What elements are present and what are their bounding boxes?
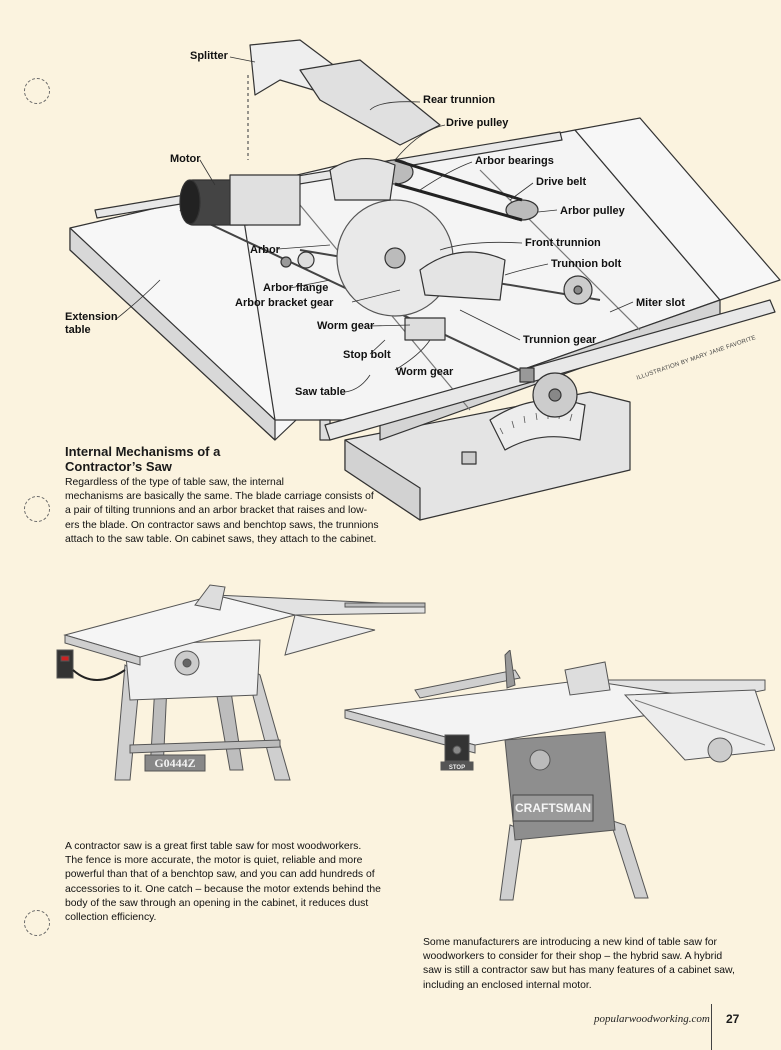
label-trunnion-bolt: Trunnion bolt	[551, 258, 622, 270]
caption1-line: collection efficiency.	[65, 912, 157, 924]
footer-divider	[711, 1004, 712, 1050]
front-trunnion	[419, 251, 506, 301]
heading-line-2: Contractor’s Saw	[65, 459, 172, 474]
caption1-line: A contractor saw is a great first table …	[65, 841, 362, 852]
intro-line: attach to the saw table. On cabinet saws…	[65, 533, 377, 545]
front-rail	[324, 299, 776, 441]
label-miter-slot: Miter slot	[636, 297, 685, 309]
binder-hole-bottom	[24, 910, 50, 936]
drive-belt	[394, 158, 523, 222]
label-trunnion-gear: Trunnion gear	[523, 334, 597, 346]
saw2-switch-label: STOP	[449, 765, 465, 771]
side-handwheel	[563, 275, 593, 305]
intro-paragraph: Regardless of the type of table saw, the…	[65, 476, 385, 547]
label-arbor-flange: Arbor flange	[263, 282, 329, 294]
intro-line: a pair of tilting trunnions and an arbor…	[65, 505, 368, 517]
label-extension-table-line2: table	[65, 324, 91, 336]
page-number: 27	[726, 1012, 740, 1026]
caption2-line: Some manufacturers are introducing a new…	[423, 937, 717, 948]
label-rear-trunnion: Rear trunnion	[423, 94, 496, 106]
rear-trunnion	[329, 157, 396, 201]
binder-hole-top	[24, 78, 50, 104]
heading-line-1: Internal Mechanisms of a	[65, 444, 221, 459]
label-arbor-bearings: Arbor bearings	[475, 155, 554, 167]
footer-url: popularwoodworking.com	[594, 1013, 710, 1025]
caption1-line: The fence is more accurate, the motor is…	[65, 855, 363, 867]
label-drive-belt: Drive belt	[536, 176, 587, 188]
label-splitter: Splitter	[190, 50, 228, 62]
label-arbor-bracket-gear: Arbor bracket gear	[235, 297, 334, 309]
caption2-line: woodworkers to consider for their shop –…	[423, 951, 723, 963]
intro-line: mechanisms are basically the same. The b…	[65, 491, 374, 503]
front-handwheel	[532, 372, 578, 418]
label-worm-gear: Worm gear	[317, 320, 375, 332]
caption1-line: body of the saw through an opening in th…	[65, 897, 369, 909]
caption1-line: accessories to it. One catch – because t…	[65, 883, 381, 895]
intro-line: Regardless of the type of table saw, the…	[65, 477, 284, 488]
label-saw-table: Saw table	[295, 386, 346, 398]
label-arbor: Arbor	[250, 244, 280, 256]
label-motor: Motor	[170, 153, 201, 165]
hybrid-saw-photo: STOP CRAFTSMAN	[344, 650, 775, 901]
caption2-line: including an enclosed internal motor.	[423, 979, 592, 991]
table-saw-mechanism-illustration	[69, 39, 781, 521]
caption-hybrid-saw: Some manufacturers are introducing a new…	[423, 936, 768, 993]
saw1-badge: G0444Z	[154, 756, 195, 770]
binder-hole-middle	[24, 496, 50, 522]
motor	[179, 174, 301, 226]
section-heading: Internal Mechanisms of a Contractor’s Sa…	[65, 444, 305, 474]
label-stop-bolt: Stop bolt	[343, 349, 391, 361]
label-extension-table-line1: Extension	[65, 311, 118, 323]
label-drive-pulley: Drive pulley	[446, 117, 509, 129]
blade-guard	[299, 59, 441, 146]
label-front-trunnion: Front trunnion	[525, 237, 601, 249]
contractor-saw-photo: G0444Z	[56, 584, 426, 781]
label-extension-table: Extension table	[65, 311, 118, 337]
intro-line: ers the blade. On contractor saws and be…	[65, 519, 379, 531]
caption2-line: saw is still a contractor saw but has ma…	[423, 965, 735, 977]
saw2-badge: CRAFTSMAN	[515, 801, 591, 815]
label-arbor-pulley: Arbor pulley	[560, 205, 625, 217]
saw1-badge-plate	[144, 754, 206, 772]
caption-contractor-saw: A contractor saw is a great first table …	[65, 840, 405, 925]
caption1-line: powerful than that of a benchtop saw, an…	[65, 869, 375, 881]
label-worm-gear-2: Worm gear	[396, 366, 454, 378]
